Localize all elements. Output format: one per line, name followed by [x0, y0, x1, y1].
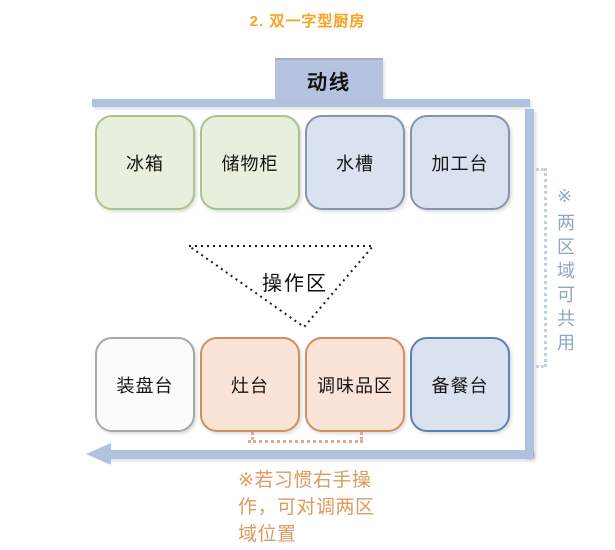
right-wall-bar — [525, 109, 534, 458]
shared-zone-bracket-tick-top — [536, 168, 544, 171]
right-hand-swap-note: ※若习惯右手操作，可对调两区域位置 — [238, 470, 375, 545]
top-wall-bar — [92, 99, 530, 107]
station-processing-counter: 加工台 — [410, 115, 510, 210]
work-zone-triangle — [185, 245, 376, 329]
swap-range-bracket-tick-left — [251, 432, 254, 440]
shared-zone-note: ※两区域可共用 — [555, 186, 575, 357]
station-plating-counter: 装盘台 — [95, 337, 195, 432]
station-seasoning-area: 调味品区 — [305, 337, 405, 432]
bottom-flow-arrow-shaft — [108, 450, 533, 459]
diagram-title: 2. 双一字型厨房 — [249, 13, 366, 30]
shared-zone-bracket-tick-bottom — [536, 365, 544, 368]
station-stove: 灶台 — [200, 337, 300, 432]
station-storage-cabinet: 储物柜 — [200, 115, 300, 210]
station-sink: 水槽 — [305, 115, 405, 210]
left-arrowhead-icon — [86, 443, 111, 465]
shared-zone-bracket — [544, 168, 547, 367]
swap-range-bracket — [248, 440, 363, 443]
work-zone-label: 操作区 — [262, 273, 328, 295]
flow-line-tab: 动线 — [275, 58, 383, 100]
swap-range-bracket-tick-right — [360, 432, 363, 440]
station-fridge: 冰箱 — [95, 115, 195, 210]
station-prep-counter: 备餐台 — [410, 337, 510, 432]
